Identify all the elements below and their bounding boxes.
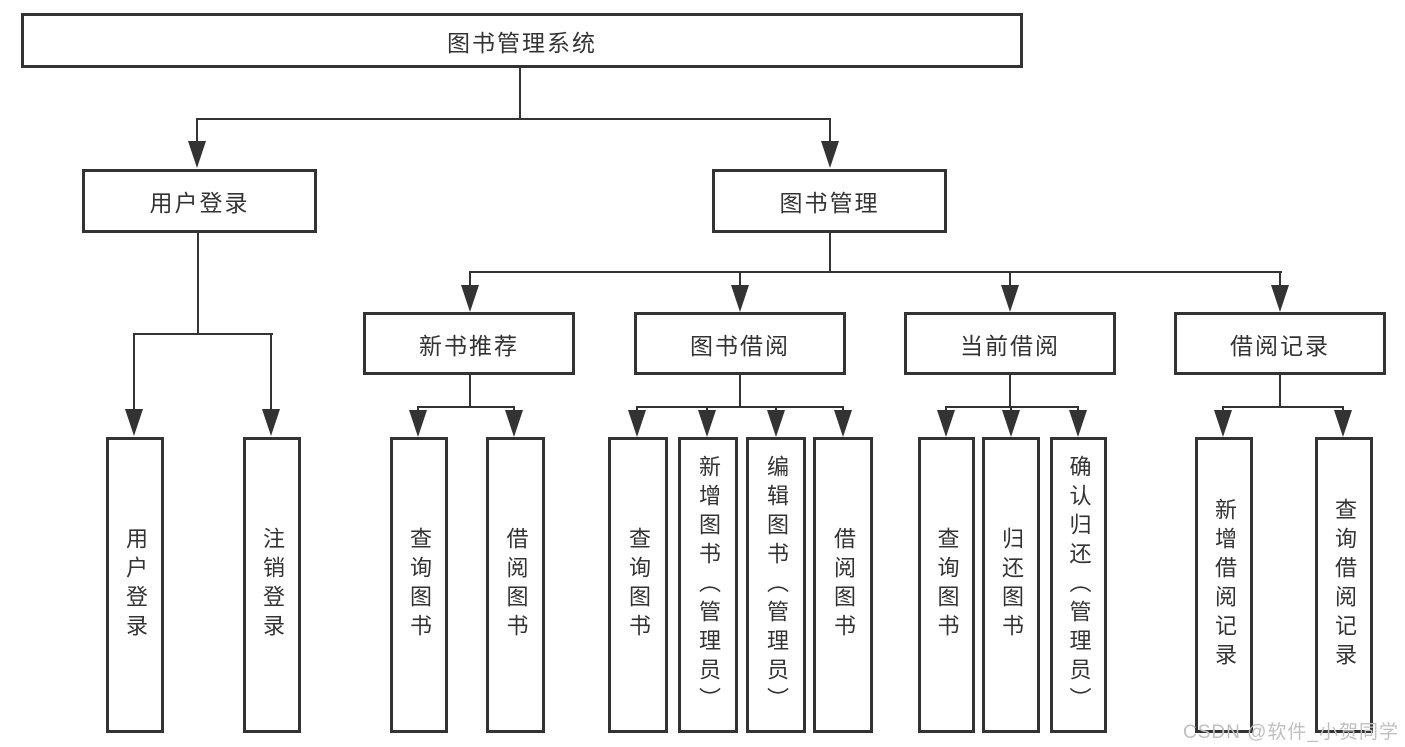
arrowhead-icon xyxy=(834,410,852,437)
connector-line xyxy=(197,118,831,120)
leaf-query-book-1: 查询图书 xyxy=(390,437,448,733)
connector-line xyxy=(945,406,1079,408)
leaf-edit-book-admin: 编辑图书（管理员） xyxy=(746,437,806,733)
node-user-login-label: 用户登录 xyxy=(149,190,250,216)
node-user-login: 用户登录 xyxy=(82,169,317,233)
connector-line xyxy=(829,233,831,273)
node-new-book-recommend-label: 新书推荐 xyxy=(419,332,519,359)
node-current-borrow-label: 当前借阅 xyxy=(960,332,1060,359)
leaf-confirm-return-admin: 确认归还（管理员） xyxy=(1050,437,1107,733)
node-book-management: 图书管理 xyxy=(712,169,947,233)
leaf-label: 编辑图书（管理员） xyxy=(764,454,789,716)
arrowhead-icon xyxy=(188,141,206,168)
leaf-borrow-book-2: 借阅图书 xyxy=(813,437,873,733)
arrowhead-icon xyxy=(1001,285,1019,312)
leaf-add-book-admin: 新增图书（管理员） xyxy=(678,437,738,733)
connector-line xyxy=(270,333,272,413)
connector-line xyxy=(196,118,198,144)
connector-line xyxy=(829,118,831,144)
connector-line xyxy=(469,271,1282,273)
arrowhead-icon xyxy=(262,409,280,436)
arrowhead-icon xyxy=(767,410,785,437)
connector-line xyxy=(1279,375,1281,408)
node-book-borrow: 图书借阅 xyxy=(634,312,846,375)
arrowhead-icon xyxy=(821,141,839,168)
arrowhead-icon xyxy=(1214,410,1232,437)
leaf-label: 借阅图书 xyxy=(503,527,529,643)
connector-line xyxy=(636,406,844,408)
connector-line xyxy=(469,271,471,289)
arrowhead-icon xyxy=(698,410,716,437)
node-book-borrow-label: 图书借阅 xyxy=(690,332,790,359)
connector-line xyxy=(1009,375,1011,408)
arrowhead-icon xyxy=(409,410,427,437)
arrowhead-icon xyxy=(628,410,646,437)
leaf-label: 确认归还（管理员） xyxy=(1066,454,1092,716)
leaf-label: 归还图书 xyxy=(999,527,1024,643)
leaf-return-book: 归还图书 xyxy=(982,437,1040,733)
connector-line xyxy=(739,375,741,408)
watermark-text: CSDN @软件_小贺同学 xyxy=(1183,722,1399,743)
node-borrow-record-label: 借阅记录 xyxy=(1230,332,1330,359)
leaf-label: 查询借阅记录 xyxy=(1332,498,1357,672)
node-current-borrow: 当前借阅 xyxy=(904,312,1116,375)
connector-line xyxy=(469,375,471,408)
connector-line xyxy=(1279,271,1281,289)
arrowhead-icon xyxy=(1334,410,1352,437)
connector-line xyxy=(1009,271,1011,289)
leaf-user-login: 用户登录 xyxy=(106,437,164,733)
arrowhead-icon xyxy=(505,410,523,437)
node-borrow-record: 借阅记录 xyxy=(1174,312,1386,375)
leaf-label: 注销登录 xyxy=(260,527,285,643)
connector-line xyxy=(739,271,741,289)
leaf-query-book-2: 查询图书 xyxy=(608,437,668,733)
arrowhead-icon xyxy=(1069,410,1087,437)
connector-line xyxy=(197,233,199,335)
node-root: 图书管理系统 xyxy=(21,13,1023,68)
connector-line xyxy=(1222,406,1344,408)
leaf-query-book-3: 查询图书 xyxy=(918,437,975,733)
leaf-label: 查询图书 xyxy=(934,527,960,643)
node-root-label: 图书管理系统 xyxy=(447,29,597,56)
leaf-label: 查询图书 xyxy=(407,527,432,643)
leaf-label: 查询图书 xyxy=(626,527,651,643)
leaf-query-borrow-record: 查询借阅记录 xyxy=(1315,437,1373,733)
leaf-label: 用户登录 xyxy=(123,527,148,643)
arrowhead-icon xyxy=(461,285,479,312)
arrowhead-icon xyxy=(937,410,955,437)
leaf-add-borrow-record: 新增借阅记录 xyxy=(1195,437,1253,733)
connector-line xyxy=(519,68,521,120)
connector-line xyxy=(417,406,515,408)
connector-line xyxy=(133,333,135,413)
arrowhead-icon xyxy=(731,285,749,312)
leaf-label: 借阅图书 xyxy=(831,527,856,643)
node-new-book-recommend: 新书推荐 xyxy=(363,312,575,375)
arrowhead-icon xyxy=(1002,410,1020,437)
leaf-label: 新增借阅记录 xyxy=(1212,498,1237,672)
connector-line xyxy=(134,333,273,335)
arrowhead-icon xyxy=(1271,285,1289,312)
leaf-borrow-book-1: 借阅图书 xyxy=(486,437,545,733)
arrowhead-icon xyxy=(125,409,143,436)
node-book-management-label: 图书管理 xyxy=(779,190,880,216)
leaf-logout: 注销登录 xyxy=(243,437,301,733)
leaf-label: 新增图书（管理员） xyxy=(696,454,721,716)
